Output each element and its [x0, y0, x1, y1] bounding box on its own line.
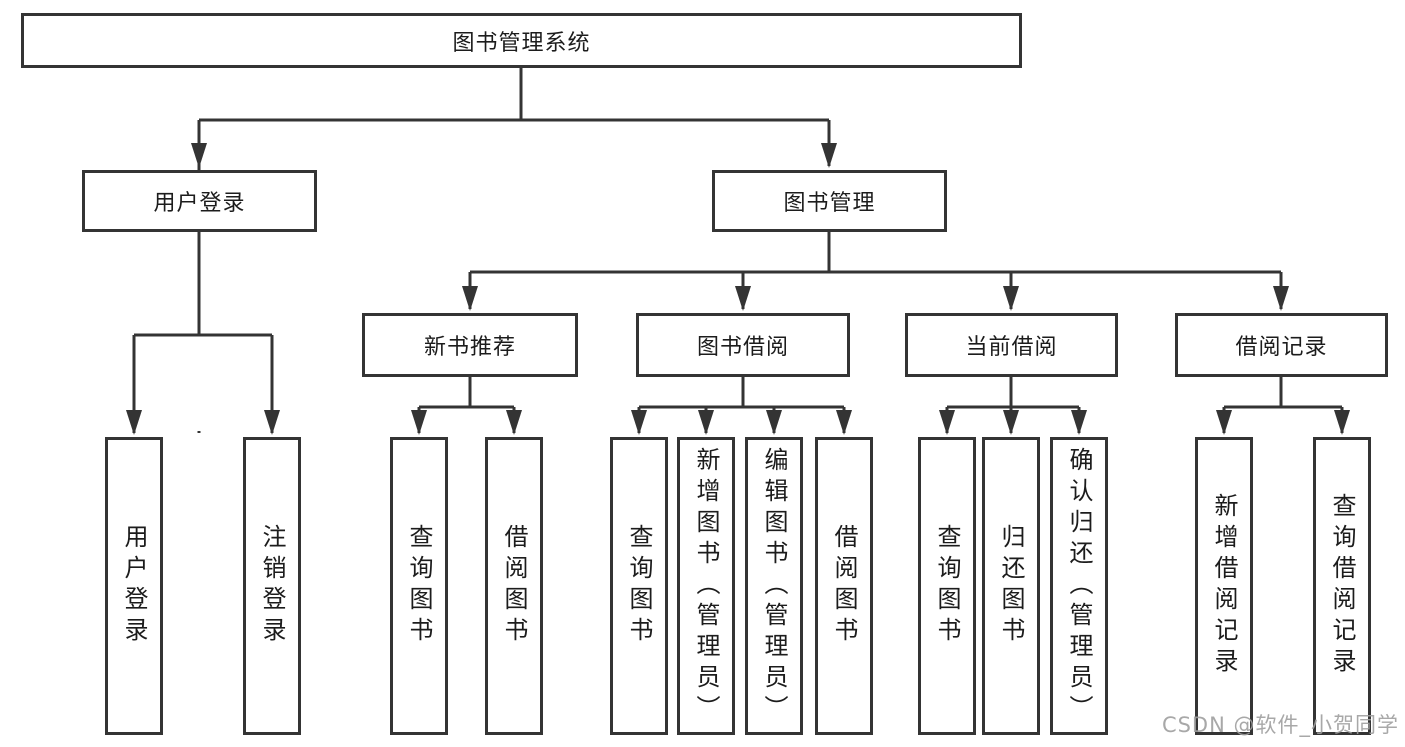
arrowheads	[126, 143, 1350, 435]
node-user-login: 用户登录	[82, 170, 317, 232]
leaf-confirm-return-admin: 确认归还（管理员）	[1050, 437, 1108, 735]
node-current-borrow: 当前借阅	[905, 313, 1118, 377]
leaf-query-books-borrow: 查询图书	[610, 437, 668, 735]
leaf-edit-books-admin: 编辑图书（管理员）	[745, 437, 803, 735]
node-new-book-recommend: 新书推荐	[362, 313, 578, 377]
leaf-add-books-admin: 新增图书（管理员）	[677, 437, 735, 735]
csdn-watermark: CSDN @软件_小贺同学	[1161, 713, 1399, 737]
leaf-logout: 注销登录	[243, 437, 301, 735]
node-book-borrow: 图书借阅	[636, 313, 850, 377]
leaf-return-books: 归还图书	[982, 437, 1040, 735]
leaf-add-borrow-record: 新增借阅记录	[1195, 437, 1253, 735]
leaf-query-books-recommend: 查询图书	[390, 437, 448, 735]
node-book-management: 图书管理	[712, 170, 947, 232]
leaf-query-books-current: 查询图书	[918, 437, 976, 735]
leaf-borrow-books: 借阅图书	[815, 437, 873, 735]
node-borrow-records: 借阅记录	[1175, 313, 1388, 377]
leaf-user-login: 用户登录	[105, 437, 163, 735]
leaf-query-borrow-record: 查询借阅记录	[1313, 437, 1371, 735]
node-root: 图书管理系统	[21, 13, 1022, 68]
leaf-borrow-books-recommend: 借阅图书	[485, 437, 543, 735]
